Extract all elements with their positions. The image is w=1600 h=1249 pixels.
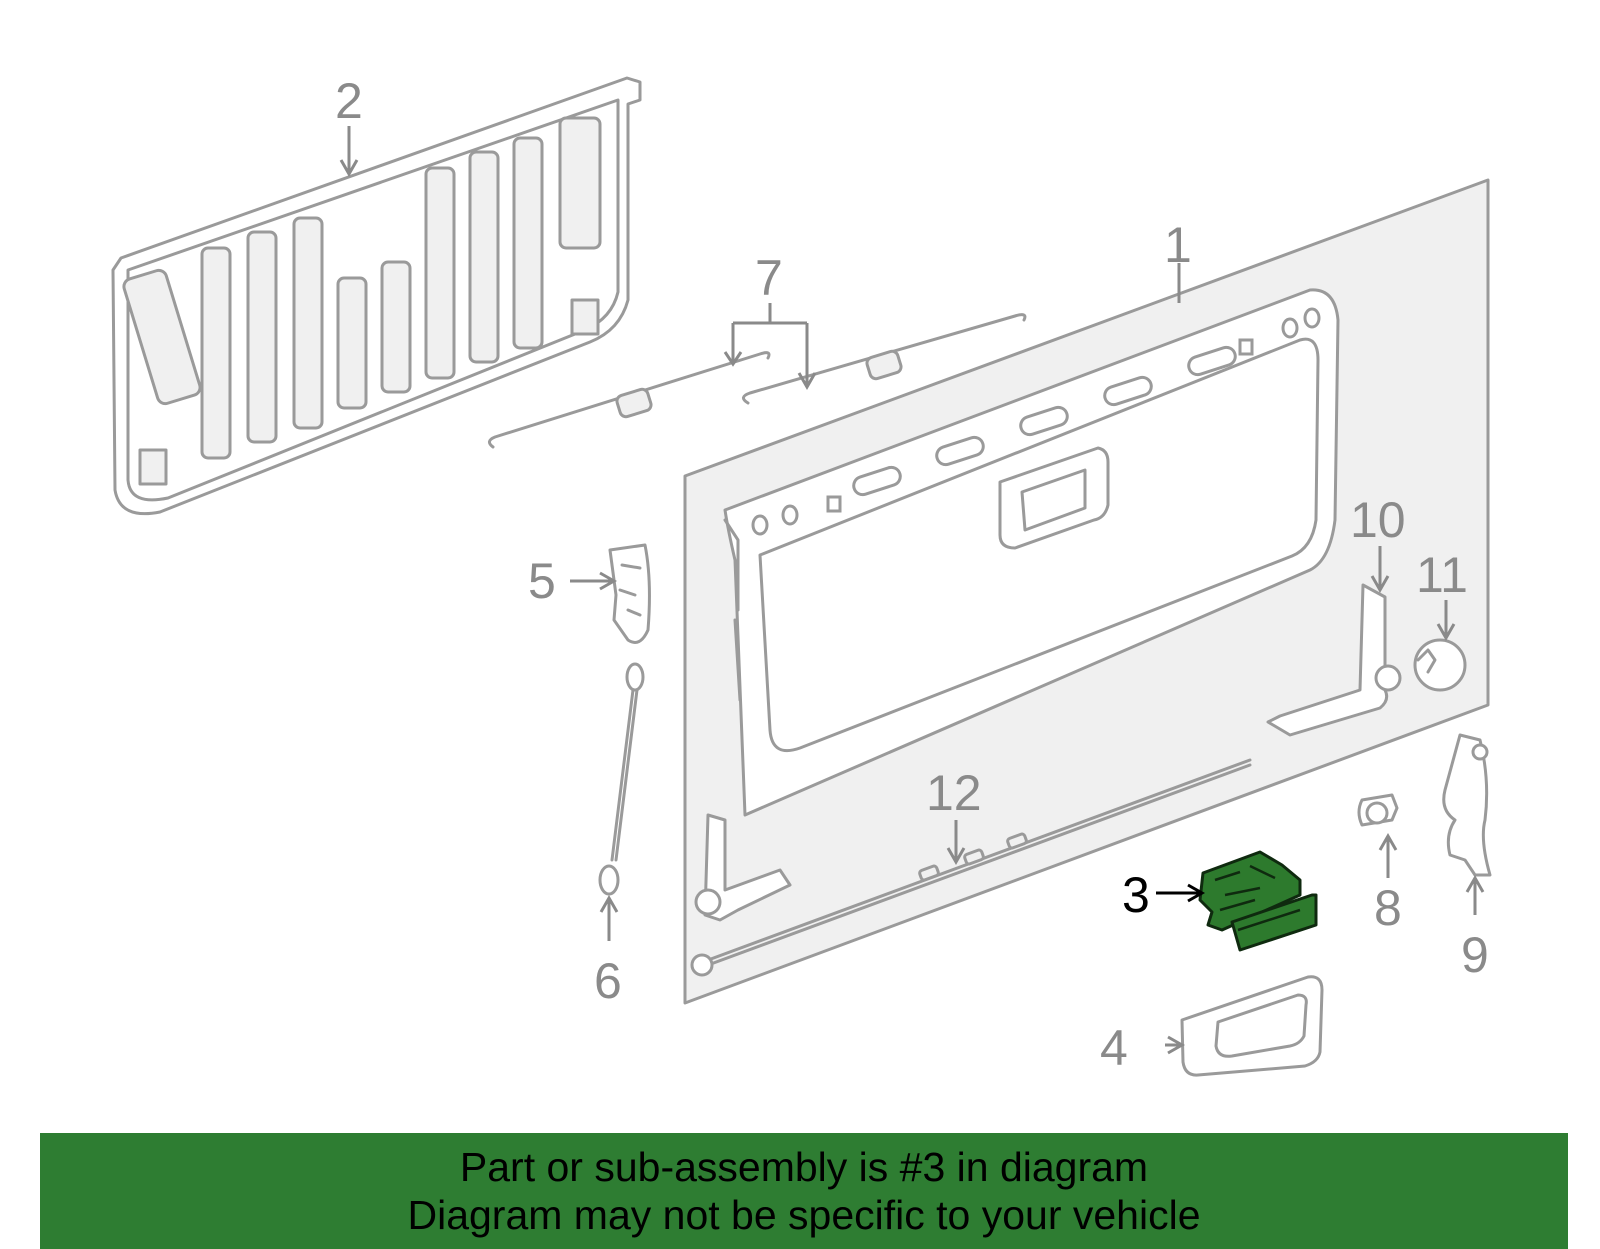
callout-12: 12 (926, 765, 982, 821)
part-8-bolt (1357, 793, 1399, 827)
callout-1: 1 (1164, 217, 1192, 273)
part-info-banner: Part or sub-assembly is #3 in diagram Di… (40, 1133, 1568, 1249)
callout-9: 9 (1461, 927, 1489, 983)
part-5-latch (608, 543, 651, 644)
part-10-bracket (1266, 583, 1402, 737)
callout-4: 4 (1100, 1020, 1128, 1076)
callout-11: 11 (1416, 547, 1468, 603)
part-2-inner-panel (111, 76, 642, 516)
part-9-hinge (1442, 733, 1492, 877)
part-6-support-cable (598, 662, 645, 896)
part-4-handle-bezel (1180, 975, 1324, 1077)
part-1-tailgate (683, 178, 1490, 1005)
callout-3: 3 (1122, 867, 1150, 923)
banner-line-1: Part or sub-assembly is #3 in diagram (459, 1144, 1149, 1190)
banner-line-2: Diagram may not be specific to your vehi… (407, 1192, 1201, 1238)
callout-8: 8 (1374, 880, 1402, 936)
callout-10: 10 (1350, 492, 1406, 548)
part-7-lock-rods (488, 313, 1027, 449)
part-3-handle-assembly (1198, 850, 1318, 952)
callout-6: 6 (594, 953, 622, 1009)
callout-5: 5 (528, 553, 556, 609)
callout-2: 2 (335, 73, 363, 129)
part-11-bumper (1413, 638, 1467, 692)
part-12-cable (690, 758, 1252, 977)
callout-7: 7 (755, 250, 783, 306)
callout-arrows (339, 126, 1485, 1055)
